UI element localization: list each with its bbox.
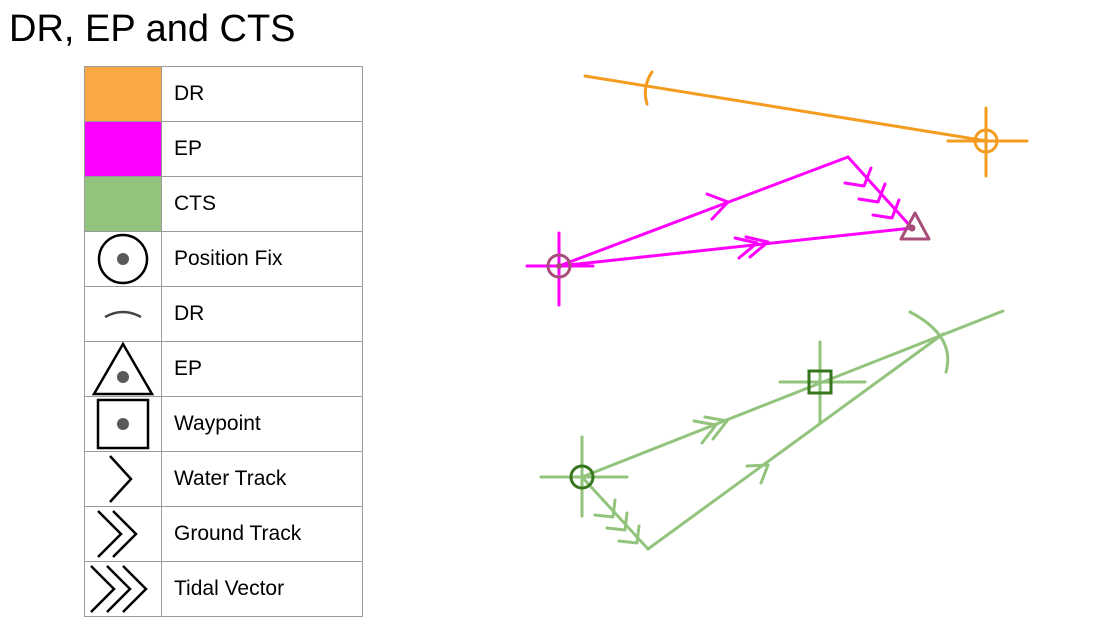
waypoint-square-icon: [96, 398, 150, 450]
ep-color-swatch: [84, 121, 162, 177]
single-chevron-icon: [109, 455, 133, 503]
ep-tidal-vector-line: [846, 155, 914, 230]
triple-chevron-icon: [90, 565, 148, 613]
cts-ground-chevron: [692, 419, 718, 445]
legend-row-dr-arc: DR: [84, 286, 363, 342]
legend-label: DR: [161, 286, 363, 342]
legend-row-ground-track: Ground Track: [84, 506, 363, 562]
legend-row-waypoint: Waypoint: [84, 396, 363, 452]
ep-ground-track-chevron: [733, 236, 759, 260]
cts-tidal-chevron: [617, 524, 641, 545]
legend-row-position-fix: Position Fix: [84, 231, 363, 287]
ep-position-fix: [546, 253, 572, 279]
page-title: DR, EP and CTS: [9, 8, 296, 50]
legend-label: Ground Track: [161, 506, 363, 562]
cts-position-fix: [569, 464, 595, 490]
cts-waypoint-square: [807, 369, 833, 395]
ep-fix-center-dot: [556, 263, 562, 269]
ep-plot: [525, 155, 914, 307]
dr-position-fix: [973, 128, 999, 154]
ep-water-track-chevron: [705, 192, 730, 221]
cts-course-line: [646, 332, 945, 551]
cts-dr-arc: [908, 310, 950, 374]
ep-water-track-line: [557, 155, 850, 268]
legend-label: Position Fix: [161, 231, 363, 287]
cts-ground-chevron: [703, 415, 729, 441]
legend-label: Waypoint: [161, 396, 363, 452]
legend-label: Tidal Vector: [161, 561, 363, 617]
cts-tidal-chevron: [605, 511, 629, 532]
ep-tidal-chevron: [857, 182, 887, 204]
dr-course-line: [583, 74, 989, 143]
cts-color-swatch: [84, 176, 162, 232]
dr-arc-mark: [643, 70, 654, 106]
cts-water-chevron: [745, 463, 770, 485]
ep-triangle: [899, 211, 931, 241]
ep-ground-track-chevron: [744, 235, 770, 259]
position-fix-icon: [97, 233, 149, 285]
dr-color-swatch: [84, 66, 162, 122]
ep-triangle-center-dot: [908, 224, 916, 232]
cts-plot: [539, 309, 1005, 551]
dr-plot: [583, 70, 1029, 178]
ep-ground-track-line: [557, 226, 914, 268]
legend-row-tidal-vector: Tidal Vector: [84, 561, 363, 617]
legend-table: DR EP CTS Position Fix DR: [84, 66, 363, 617]
legend-label: Water Track: [161, 451, 363, 507]
legend-label: EP: [161, 341, 363, 397]
ep-tidal-chevron: [843, 166, 873, 188]
cts-water-track-line: [580, 309, 1005, 479]
cts-tidal-chevron: [593, 498, 617, 519]
legend-row-ep-triangle: EP: [84, 341, 363, 397]
dr-arc-icon: [104, 310, 142, 319]
double-chevron-icon: [97, 510, 138, 558]
ep-triangle-icon: [91, 342, 155, 396]
ep-tidal-chevron: [871, 198, 901, 220]
